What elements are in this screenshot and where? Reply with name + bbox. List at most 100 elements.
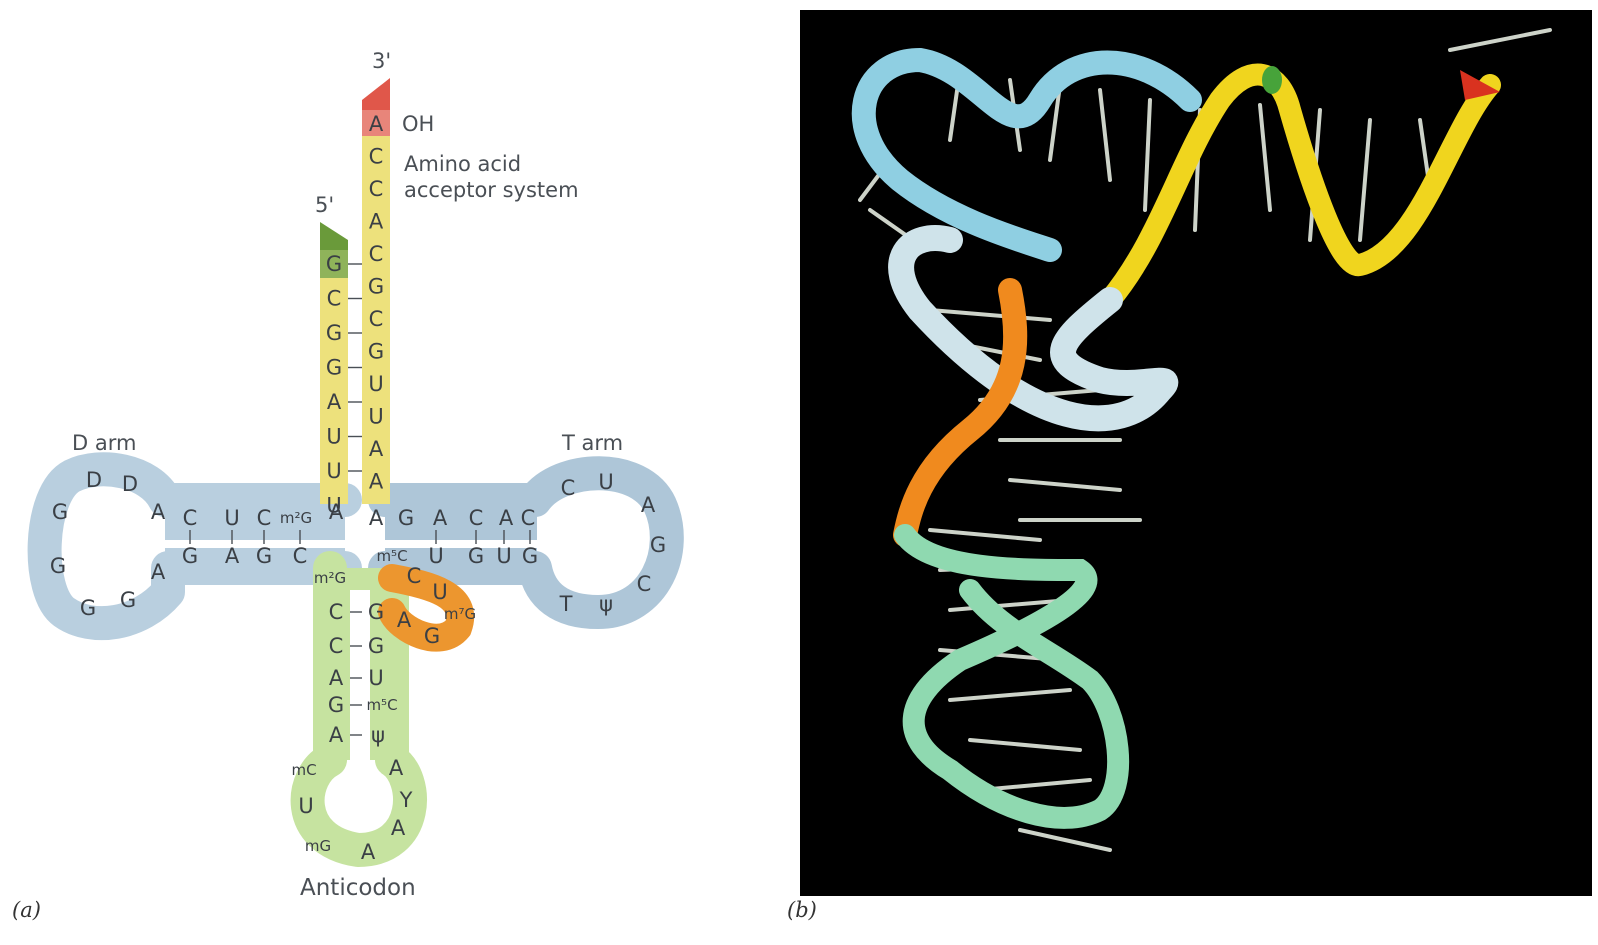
t-bottom-nucleotide: U [428,544,443,568]
d-top-nucleotide: m²G [280,509,312,527]
base-pair-dashes [189,263,531,736]
t-top-nucleotide: G [398,506,414,530]
ribbon-3-end-red [1460,70,1500,100]
anticodon-loop-nucleotide: U [298,794,313,818]
d-bottom-nucleotide: A [225,544,240,568]
anticodon-right-nucleotide: m⁵C [366,696,397,714]
acceptor-ribbon [1099,63,1501,311]
acceptor-3-nucleotide: U [368,372,383,396]
t-loop-nucleotide: A [641,493,656,517]
t-bottom-nucleotide: m⁵C [376,547,407,565]
variable-loop-nucleotide: m⁷G [444,605,476,623]
anticodon-left-nucleotide: A [329,723,344,747]
t-loop-nucleotide: U [598,470,613,494]
d-bottom-nucleotide: C [293,544,308,568]
variable-ribbon [893,278,1028,547]
acceptor-3-nucleotide: C [369,177,384,201]
variable-loop-shape [378,564,475,652]
t-arm-label: T arm [561,431,623,455]
d-top-nucleotide: C [183,506,198,530]
panel-b-label: (b) [787,898,817,922]
acceptor-5-nucleotide: G [326,356,342,380]
t-top-nucleotide: C [469,506,484,530]
anticodon-left-nucleotide: G [328,693,344,717]
t-bottom-nucleotide: G [522,544,538,568]
t-bottom-nucleotide: U [496,544,511,568]
d-loop-nucleotide: G [52,500,68,524]
acceptor-3-nucleotide: G [368,275,384,299]
d-bottom-nucleotide: A [151,560,166,584]
anticodon-loop-nucleotide: A [389,756,404,780]
acceptor-3-nucleotide: A [369,437,384,461]
anticodon-right-nucleotide: ψ [371,723,385,747]
variable-loop-nucleotide: A [397,608,412,632]
d-top-nucleotide: A [329,500,344,524]
anticodon-loop-nucleotide: mG [305,837,331,855]
anticodon-left-nucleotide: A [329,666,344,690]
acceptor-5-nucleotide: U [326,494,341,518]
end-5-label: 5' [315,193,334,217]
acceptor-3-nucleotide: C [369,242,384,266]
t-loop-nucleotide: T [559,592,573,616]
acceptor-3-nucleotide: C [369,145,384,169]
anticodon-left-nucleotide: m²G [314,569,346,587]
t-top-nucleotide: C [521,506,536,530]
t-loop-nucleotide: C [561,476,576,500]
ribbon-model-panel [800,10,1592,896]
end-3-cap [362,78,390,112]
acceptor-3-nucleotide: U [368,405,383,429]
variable-loop-nucleotide: G [424,624,440,648]
anticodon-right-nucleotide: G [368,600,384,624]
t-top-nucleotide: A [433,506,448,530]
d-arm-label: D arm [72,431,136,455]
anticodon-loop-nucleotide: A [361,840,376,864]
oh-label: OH [402,112,434,136]
t-arm-ribbon [851,47,1202,262]
t-arm-shape [368,456,684,629]
panel-a-label: (a) [12,898,41,922]
acceptor-3-nucleotide: C [369,307,384,331]
anticodon-arm-shape [290,551,427,867]
d-arm-shape [27,452,362,641]
anticodon-loop-nucleotide: mC [291,761,316,779]
acceptor-5-nucleotide: C [327,287,342,311]
acceptor-3-nucleotide: A [369,210,384,234]
d-loop-nucleotide: D [122,472,138,496]
t-top-nucleotide: A [499,506,514,530]
acceptor-label-1: Amino acid [404,152,521,176]
anticodon-left-nucleotide: C [329,600,344,624]
d-loop-nucleotide: D [86,468,102,492]
anticodon-ribbon [894,524,1130,829]
variable-loop-nucleotide: C [407,564,422,588]
acceptor-5-nucleotide: G [326,252,342,276]
d-loop-nucleotide: G [80,596,96,620]
d-arm-ribbon [888,225,1179,432]
d-top-nucleotide: A [151,500,166,524]
d-top-nucleotide: U [224,506,239,530]
acceptor-5-nucleotide: U [326,425,341,449]
acceptor-5-nucleotide: A [327,390,342,414]
d-bottom-nucleotide: G [256,544,272,568]
acceptor-3-nucleotide: G [368,340,384,364]
variable-loop-nucleotide: U [432,580,447,604]
t-bottom-nucleotide: G [468,544,484,568]
acceptor-3-nucleotide: A [369,112,384,136]
d-top-nucleotide: C [257,506,272,530]
acceptor-5-strand-shape [320,250,348,504]
ribbon-model-image [851,28,1552,852]
acceptor-3-nucleotide: A [369,470,384,494]
t-loop-nucleotide: C [637,572,652,596]
end-3-label: 3' [372,49,391,73]
d-loop-nucleotide: G [50,554,66,578]
cloverleaf-diagram: 3' 5' OH Amino acid acceptor system D ar… [27,49,684,901]
anticodon-right-nucleotide: G [368,634,384,658]
acceptor-3-strand-shape [362,112,390,504]
t-loop-nucleotide: ψ [599,592,613,616]
anticodon-loop-nucleotide: A [391,816,406,840]
anticodon-label: Anticodon [300,875,416,901]
t-top-nucleotide: A [369,506,384,530]
end-5-cap [320,222,348,250]
t-loop-nucleotide: G [650,533,666,557]
ribbon-5-end-green [1262,66,1282,94]
